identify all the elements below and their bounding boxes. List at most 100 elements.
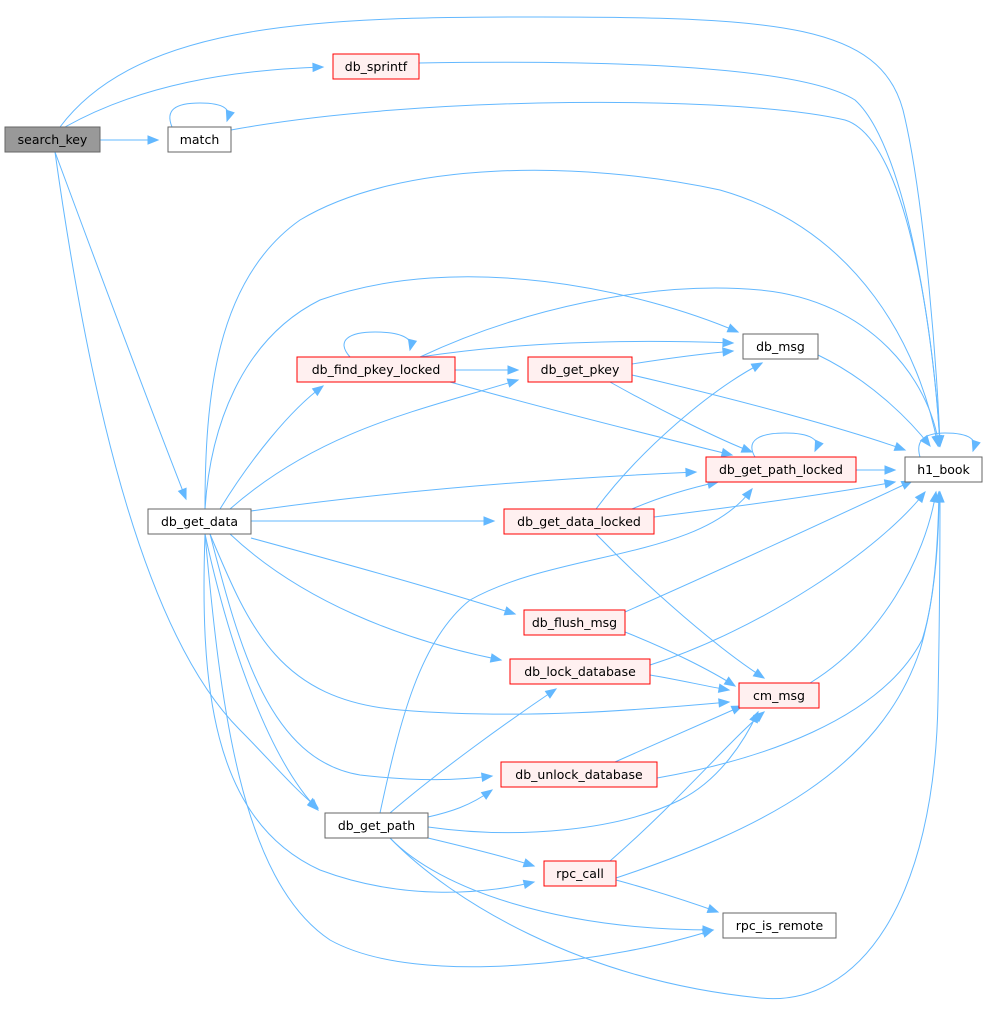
edge-arrowhead — [717, 683, 731, 693]
edge-arrowhead — [407, 338, 418, 352]
node-db_find_pkey_locked[interactable]: db_find_pkey_locked — [296, 356, 456, 383]
node-search_key[interactable]: search_key — [4, 126, 101, 153]
node-box[interactable] — [742, 333, 819, 360]
edge-db_get_path-to-rpc_is_remote — [389, 837, 715, 935]
node-db_get_path[interactable]: db_get_path — [324, 812, 429, 839]
node-box[interactable] — [4, 126, 101, 153]
edge-db_get_path_locked-to-db_get_path_locked — [751, 432, 824, 458]
edge-path — [631, 350, 734, 365]
edge-path — [649, 491, 926, 666]
edge-arrowhead — [702, 925, 715, 935]
node-db_get_data[interactable]: db_get_data — [147, 508, 252, 535]
node-box[interactable] — [523, 609, 626, 636]
edge-path — [229, 533, 502, 661]
node-cm_msg[interactable]: cm_msg — [738, 682, 820, 709]
edge-arrowhead — [483, 516, 496, 526]
node-db_flush_msg[interactable]: db_flush_msg — [523, 609, 626, 636]
node-label: db_get_pkey — [541, 362, 620, 377]
edge-match-to-h1_book — [230, 101, 945, 448]
node-box[interactable] — [705, 456, 857, 483]
node-box[interactable] — [509, 658, 651, 685]
node-db_get_pkey[interactable]: db_get_pkey — [527, 356, 633, 383]
edge-db_get_data-to-db_find_pkey_locked — [219, 385, 325, 510]
edge-db_get_data-to-db_msg — [204, 276, 740, 510]
edge-db_sprintf-to-h1_book — [418, 61, 945, 448]
edge-rpc_call-to-rpc_is_remote — [615, 879, 720, 913]
edge-arrowhead — [147, 135, 160, 145]
edge-db_get_path-to-db_lock_database — [389, 688, 558, 814]
edge-path — [419, 340, 734, 358]
edge-db_find_pkey_locked-to-h1_book — [419, 287, 943, 448]
edge-db_unlock_database-to-cm_msg — [614, 705, 744, 763]
edge-path — [169, 102, 229, 128]
edge-arrowhead — [177, 487, 187, 501]
edge-arrowhead — [507, 365, 520, 375]
node-rpc_is_remote[interactable]: rpc_is_remote — [722, 912, 837, 939]
edge-path — [59, 16, 941, 447]
node-match[interactable]: match — [167, 126, 232, 153]
edge-path — [751, 432, 818, 458]
edge-db_get_data-to-db_get_path_locked — [250, 467, 698, 512]
edge-db_get_path-to-h1_book — [389, 490, 945, 1000]
edge-arrowhead — [740, 443, 754, 453]
node-db_lock_database[interactable]: db_lock_database — [509, 658, 651, 685]
edge-path — [615, 491, 940, 879]
edge-path — [389, 688, 557, 814]
edge-db_get_data-to-rpc_call — [203, 533, 536, 893]
edge-db_get_data-to-db_get_data_locked — [250, 516, 496, 526]
edge-arrowhead — [752, 711, 766, 723]
edge-arrowhead — [722, 347, 735, 357]
node-db_msg[interactable]: db_msg — [742, 333, 819, 360]
node-box[interactable] — [503, 508, 655, 535]
node-db_sprintf[interactable]: db_sprintf — [332, 53, 420, 80]
node-db_unlock_database[interactable]: db_unlock_database — [500, 761, 658, 788]
node-box[interactable] — [904, 456, 983, 483]
edge-path — [204, 533, 319, 811]
edge-path — [624, 480, 913, 613]
edge-rpc_call-to-h1_book — [615, 490, 944, 879]
node-box[interactable] — [324, 812, 429, 839]
edge-db_find_pkey_locked-to-db_get_pkey — [454, 365, 520, 375]
edge-db_get_path-to-db_unlock_database — [427, 789, 494, 818]
edge-db_get_pkey-to-db_msg — [631, 347, 735, 365]
edge-match-to-match — [169, 102, 235, 128]
node-rpc_call[interactable]: rpc_call — [543, 860, 617, 887]
edge-path — [614, 705, 743, 763]
node-db_get_path_locked[interactable]: db_get_path_locked — [705, 456, 857, 483]
edge-db_get_data-to-db_lock_database — [229, 533, 503, 663]
edge-arrowhead — [718, 698, 731, 708]
node-db_get_data_locked[interactable]: db_get_data_locked — [503, 508, 655, 535]
node-label: db_find_pkey_locked — [312, 362, 441, 377]
node-h1_book[interactable]: h1_book — [904, 456, 983, 483]
edge-db_unlock_database-to-h1_book — [656, 490, 944, 779]
node-box[interactable] — [722, 912, 837, 939]
edge-arrowhead — [522, 858, 536, 868]
edge-db_get_path_locked-to-h1_book — [856, 465, 897, 475]
edge-path — [595, 362, 763, 510]
edge-arrowhead — [307, 799, 319, 811]
edge-path — [653, 481, 896, 518]
edge-arrowhead — [225, 109, 235, 123]
node-box[interactable] — [296, 356, 456, 383]
node-box[interactable] — [738, 682, 820, 709]
edge-db_get_data-to-db_unlock_database — [209, 533, 494, 782]
edge-path — [204, 533, 714, 968]
edge-db_get_path-to-db_get_path_locked — [379, 487, 753, 814]
edge-path — [250, 537, 516, 615]
node-box[interactable] — [167, 126, 232, 153]
node-box[interactable] — [527, 356, 633, 383]
node-box[interactable] — [543, 860, 617, 887]
node-box[interactable] — [147, 508, 252, 535]
node-label: h1_book — [917, 462, 970, 477]
node-box[interactable] — [332, 53, 420, 80]
edge-path — [649, 674, 730, 691]
edge-arrowhead — [489, 653, 503, 663]
node-box[interactable] — [500, 761, 658, 788]
edge-h1_book-to-h1_book — [918, 432, 981, 458]
node-label: match — [180, 132, 220, 147]
edge-path — [609, 381, 753, 453]
edge-db_find_pkey_locked-to-db_find_pkey_locked — [343, 331, 418, 358]
edge-arrowhead — [884, 465, 897, 475]
